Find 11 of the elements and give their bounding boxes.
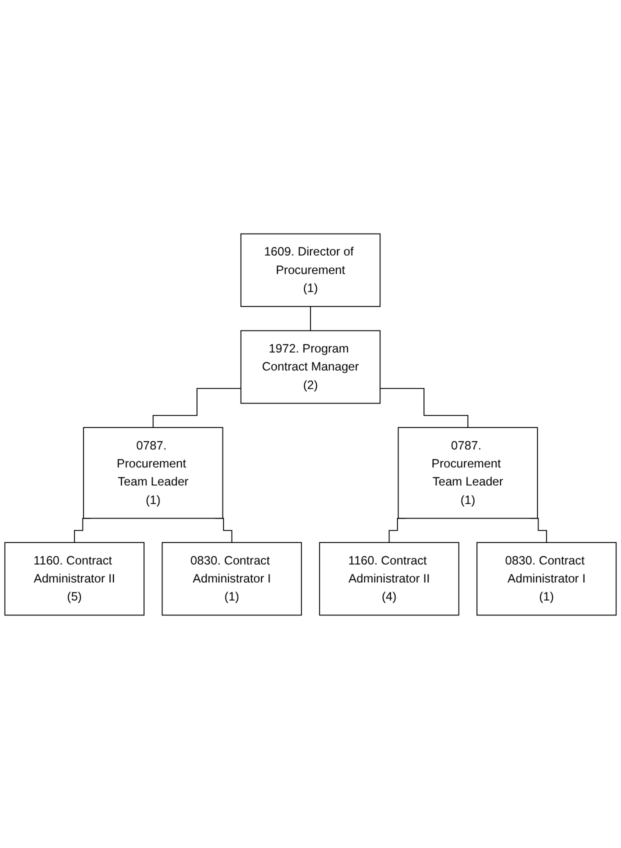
- node-box: 1972. Program Contract Manager (2): [240, 330, 381, 404]
- node-box: 1160. Contract Administrator II (4): [319, 542, 460, 616]
- connector: [310, 306, 311, 331]
- node-box: 1609. Director of Procurement (1): [240, 232, 381, 306]
- node-box: 0830. Contract Administrator I (1): [476, 542, 617, 616]
- node-box: 1160. Contract Administrator II (5): [4, 542, 145, 616]
- node-box: 0830. Contract Administrator I (1): [162, 542, 302, 616]
- connector: [380, 387, 468, 428]
- connector: [152, 387, 242, 428]
- node-box: 0787. Procurement Team Leader (1): [398, 426, 538, 518]
- node-box: 0787. Procurement Team Leader (1): [83, 426, 224, 518]
